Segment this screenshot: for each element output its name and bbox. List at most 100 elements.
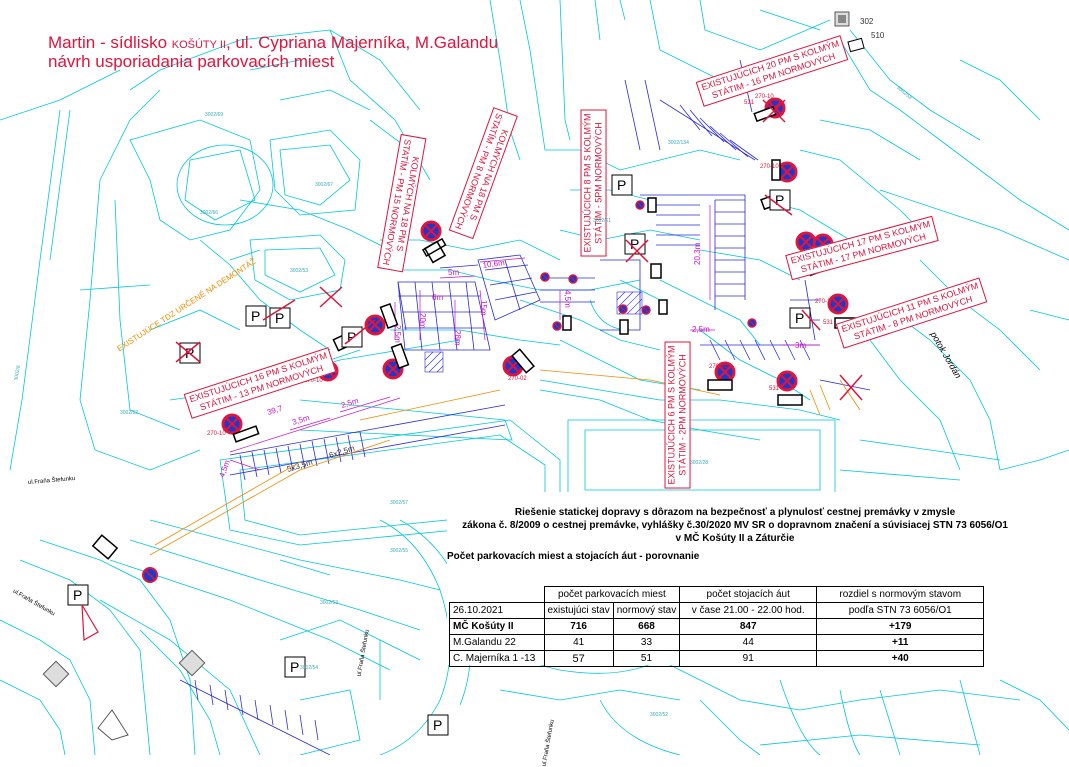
empty-cell [450,587,545,603]
parking-comparison-table: počet parkovacích miest počet stojacích … [449,586,985,667]
parcel-number: 3002/52 [650,712,669,718]
parcel-number: 3002/28 [690,460,709,466]
table-row: C. Majerníka 1 -13 57 51 91 +40 [449,650,985,667]
row-diff: +40 [816,650,985,667]
svg-text:531: 531 [769,386,780,392]
road-markings [149,369,861,556]
parcel-number: 3002/53 [320,600,339,606]
table-group-header-row: počet parkovacích miest počet stojacích … [450,586,985,603]
svg-text:510: 510 [871,31,885,40]
table-subheading: Počet parkovacích miest a stojacích áut … [447,551,700,562]
parking-bays [179,59,871,755]
annotation-bold: 2PM NORMOVÝCH [677,354,688,435]
group-header-parking: počet parkovacích miest [543,586,681,603]
group-header-parked: počet stojacích áut [679,586,818,603]
row-name: M.Galandu 22 [449,634,545,651]
title-part-b: , ul. Cypriana Majerníka, M.Galandu [225,33,499,52]
row-diff: +11 [816,634,985,651]
parcel-number: 3002/62 [120,410,139,416]
col-header-diff: podľa STN 73 6056/O1 [816,602,985,619]
annotation-center-vertical: EXISTUJÚCICH 8 PM S KOLMÝM STÁTIM - 5PM … [580,109,607,257]
hatched-areas [424,291,643,373]
annotation-text: STÁTIM - [677,437,688,476]
svg-text:2,5m: 2,5m [393,325,402,343]
svg-text:2,5m: 2,5m [340,396,360,410]
svg-text:302: 302 [860,17,874,26]
house-numbers: 302 510 [860,17,885,40]
removed-signs [175,99,863,401]
row-name: C. Majerníka 1 -13 [449,650,545,667]
svg-text:5x3,5m: 5x3,5m [286,458,314,474]
svg-text:270-02: 270-02 [508,376,527,382]
row-parked: 91 [679,650,818,667]
title-part-a: Martin - sídlisko [48,33,172,52]
parcel-number: 3002/61 [593,218,612,224]
map-subtitle: návrh usporiadania parkovacích miest [48,52,335,71]
svg-text:5m: 5m [448,268,459,277]
row-diff: +179 [816,618,985,635]
svg-text:270-10: 270-10 [304,378,323,384]
sign-codes: 270-10 270-10 531 270-10 531 270-10 531 … [207,94,834,437]
parcel-number: 3002/55 [390,548,409,554]
group-header-diff: rozdiel s normovým stavom [816,586,985,603]
svg-text:6m: 6m [432,293,443,302]
svg-text:531: 531 [823,320,834,326]
row-normative: 668 [612,618,681,635]
annotation-bottom-vertical: EXISTUJÚCICH 6 PM S KOLMÝM STÁTIM - 2PM … [664,341,691,489]
dimension-lines [229,205,820,471]
row-normative: 33 [612,634,681,651]
svg-text:270-10: 270-10 [755,94,774,100]
svg-text:270-10: 270-10 [815,299,834,305]
col-header-normative: normový stav [612,602,681,619]
table-heading-line3: v MČ Košúty II a Záturčie [675,533,795,544]
svg-text:4,5m: 4,5m [563,290,572,308]
row-parked: 44 [679,634,818,651]
row-name: MČ Košúty II [449,618,545,635]
svg-text:10,6m: 10,6m [482,258,506,270]
svg-text:20,3m: 20,3m [693,242,702,265]
svg-text:270-10: 270-10 [207,431,226,437]
table-date: 26.10.2021 [449,602,545,619]
svg-text:39,7: 39,7 [266,404,284,417]
svg-text:4,5m: 4,5m [217,459,232,479]
parcel-number: 3002/67 [315,182,334,188]
table-heading-line2: zákona č. 8/2009 o cestnej premávke, vyh… [462,520,1008,531]
map-title: Martin - sídlisko KOŠÚTY II, ul. Cyprian… [48,33,498,53]
svg-text:20m: 20m [418,313,427,329]
svg-text:531: 531 [744,100,755,106]
table-heading-line1: Riešenie statickej dopravy s dôrazom na … [514,507,956,518]
parking-comparison-panel: Riešenie statickej dopravy s dôrazom na … [447,492,1023,667]
table-column-header-row: 26.10.2021 existujúci stav normový stav … [449,602,985,619]
svg-text:28m: 28m [453,330,462,346]
map-symbols [42,11,865,741]
annotation-line: STÁTIM - 5PM NORMOVÝCH [594,113,605,252]
row-existing: 57 [543,650,614,667]
annotation-text: STÁTIM - [593,205,604,244]
svg-text:3m: 3m [795,341,806,350]
row-existing: 41 [543,634,614,651]
svg-text:270-10: 270-10 [709,364,728,370]
title-part-small: KOŠÚTY II [171,39,226,51]
annotation-line: STÁTIM - 2PM NORMOVÝCH [678,345,689,484]
row-parked: 847 [679,618,818,635]
table-row: M.Galandu 22 41 33 44 +11 [449,634,985,651]
col-header-existing: existujúci stav [543,602,614,619]
svg-text:270-10: 270-10 [760,164,779,170]
annotation-bold: 5PM NORMOVÝCH [593,122,604,203]
row-normative: 51 [612,650,681,667]
parcel-number: 3002/54 [300,665,319,671]
svg-text:2,5m: 2,5m [692,325,710,334]
parcel-number: 3002/53 [290,268,309,274]
row-existing: 716 [543,618,614,635]
parcel-number: 3002/69 [205,112,224,118]
svg-text:15m: 15m [479,300,488,316]
annotation-line: EXISTUJÚCICH 6 PM S KOLMÝM [666,345,677,485]
parcel-number: 3002/57 [390,500,409,506]
table-row: MČ Košúty II 716 668 847 +179 [449,618,985,635]
annotation-line: EXISTUJÚCICH 8 PM S KOLMÝM [582,113,593,253]
parcel-number: 3002/134 [668,140,689,146]
col-header-parked: v čase 21.00 - 22.00 hod. [679,602,818,619]
svg-text:6x2,5m: 6x2,5m [328,444,356,460]
